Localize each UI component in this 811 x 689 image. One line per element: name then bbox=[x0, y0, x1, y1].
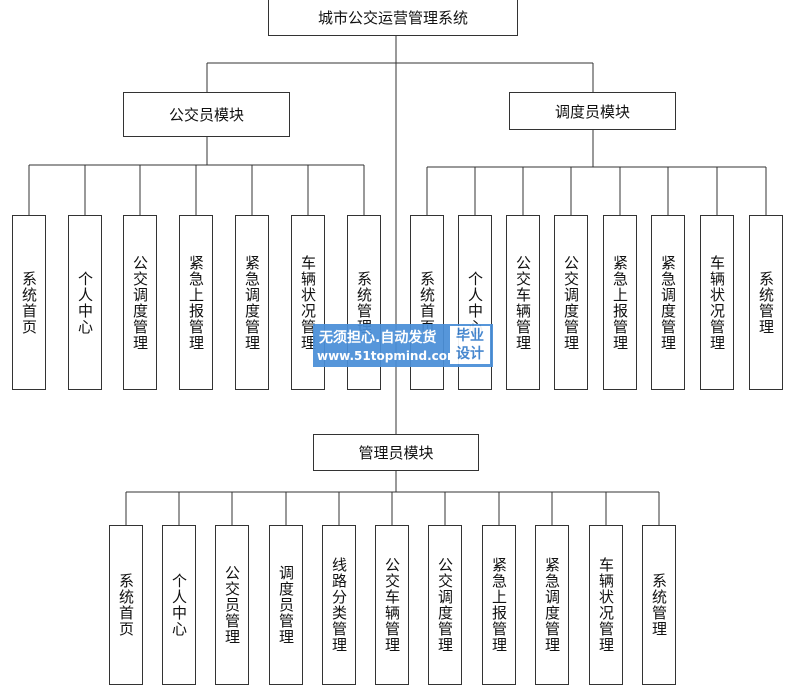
leaf-label: 车辆状况管理 bbox=[597, 557, 615, 653]
leaf-box: 公交调度管理 bbox=[554, 215, 588, 390]
watermark-text: 无须担心.自动发货 bbox=[319, 330, 437, 346]
leaf-box: 系统首页 bbox=[109, 525, 143, 685]
leaf-box: 紧急上报管理 bbox=[482, 525, 516, 685]
leaf-label: 系统首页 bbox=[418, 270, 436, 335]
leaf-label: 系统管理 bbox=[355, 270, 373, 335]
leaf-box: 系统首页 bbox=[12, 215, 46, 390]
leaf-label: 公交调度管理 bbox=[562, 254, 580, 351]
leaf-label: 系统管理 bbox=[650, 573, 668, 637]
leaf-label: 系统首页 bbox=[20, 270, 38, 335]
leaf-box: 系统管理 bbox=[749, 215, 783, 390]
module-box-0: 公交员模块 bbox=[123, 92, 290, 137]
leaf-label: 紧急上报管理 bbox=[187, 254, 205, 351]
leaf-box: 紧急上报管理 bbox=[179, 215, 213, 390]
leaf-box: 公交车辆管理 bbox=[375, 525, 409, 685]
leaf-label: 紧急调度管理 bbox=[243, 254, 261, 351]
leaf-box: 个人中心 bbox=[68, 215, 102, 390]
root-label: 城市公交运营管理系统 bbox=[317, 9, 468, 27]
leaf-label: 个人中心 bbox=[466, 270, 484, 335]
leaf-box: 线路分类管理 bbox=[322, 525, 356, 685]
root-box: 城市公交运营管理系统 bbox=[268, 0, 518, 36]
watermark-badge: 毕业 设计 bbox=[450, 326, 490, 364]
leaf-box: 公交调度管理 bbox=[428, 525, 462, 685]
leaf-box: 系统管理 bbox=[642, 525, 676, 685]
leaf-label: 线路分类管理 bbox=[330, 557, 348, 653]
leaf-box: 紧急调度管理 bbox=[535, 525, 569, 685]
leaf-box: 车辆状况管理 bbox=[700, 215, 734, 390]
watermark-banner: 无须担心.自动发货 www.51topmind.com 毕业 设计 bbox=[313, 324, 493, 367]
leaf-label: 公交调度管理 bbox=[131, 254, 149, 351]
leaf-label: 个人中心 bbox=[76, 270, 94, 335]
watermark-badge-line1: 毕业 bbox=[456, 328, 484, 344]
leaf-label: 系统管理 bbox=[757, 270, 775, 335]
module-label-0: 公交员模块 bbox=[168, 106, 244, 124]
watermark-url: www.51topmind.com bbox=[317, 349, 460, 363]
leaf-label: 个人中心 bbox=[170, 573, 188, 637]
leaf-label: 紧急上报管理 bbox=[490, 557, 508, 653]
leaf-box: 个人中心 bbox=[162, 525, 196, 685]
leaf-label: 紧急调度管理 bbox=[659, 254, 677, 351]
module-box-2: 管理员模块 bbox=[313, 434, 479, 471]
leaf-label: 紧急调度管理 bbox=[543, 557, 561, 653]
leaf-label: 紧急上报管理 bbox=[611, 254, 629, 351]
leaf-label: 公交员管理 bbox=[223, 565, 241, 645]
module-label-2: 管理员模块 bbox=[358, 444, 434, 462]
leaf-box: 公交调度管理 bbox=[123, 215, 157, 390]
leaf-label: 公交调度管理 bbox=[436, 557, 454, 653]
leaf-box: 紧急调度管理 bbox=[651, 215, 685, 390]
leaf-box: 紧急上报管理 bbox=[603, 215, 637, 390]
leaf-label: 公交车辆管理 bbox=[383, 557, 401, 653]
module-label-1: 调度员模块 bbox=[554, 102, 630, 121]
module-box-1: 调度员模块 bbox=[509, 92, 676, 130]
leaf-label: 车辆状况管理 bbox=[299, 254, 317, 351]
leaf-box: 调度员管理 bbox=[269, 525, 303, 685]
leaf-box: 车辆状况管理 bbox=[589, 525, 623, 685]
leaf-box: 公交车辆管理 bbox=[506, 215, 540, 390]
leaf-label: 公交车辆管理 bbox=[514, 254, 532, 351]
leaf-box: 公交员管理 bbox=[215, 525, 249, 685]
leaf-label: 调度员管理 bbox=[277, 565, 295, 645]
leaf-box: 紧急调度管理 bbox=[235, 215, 269, 390]
watermark-badge-line2: 设计 bbox=[456, 346, 484, 362]
leaf-label: 系统首页 bbox=[117, 573, 135, 637]
leaf-label: 车辆状况管理 bbox=[708, 254, 726, 351]
